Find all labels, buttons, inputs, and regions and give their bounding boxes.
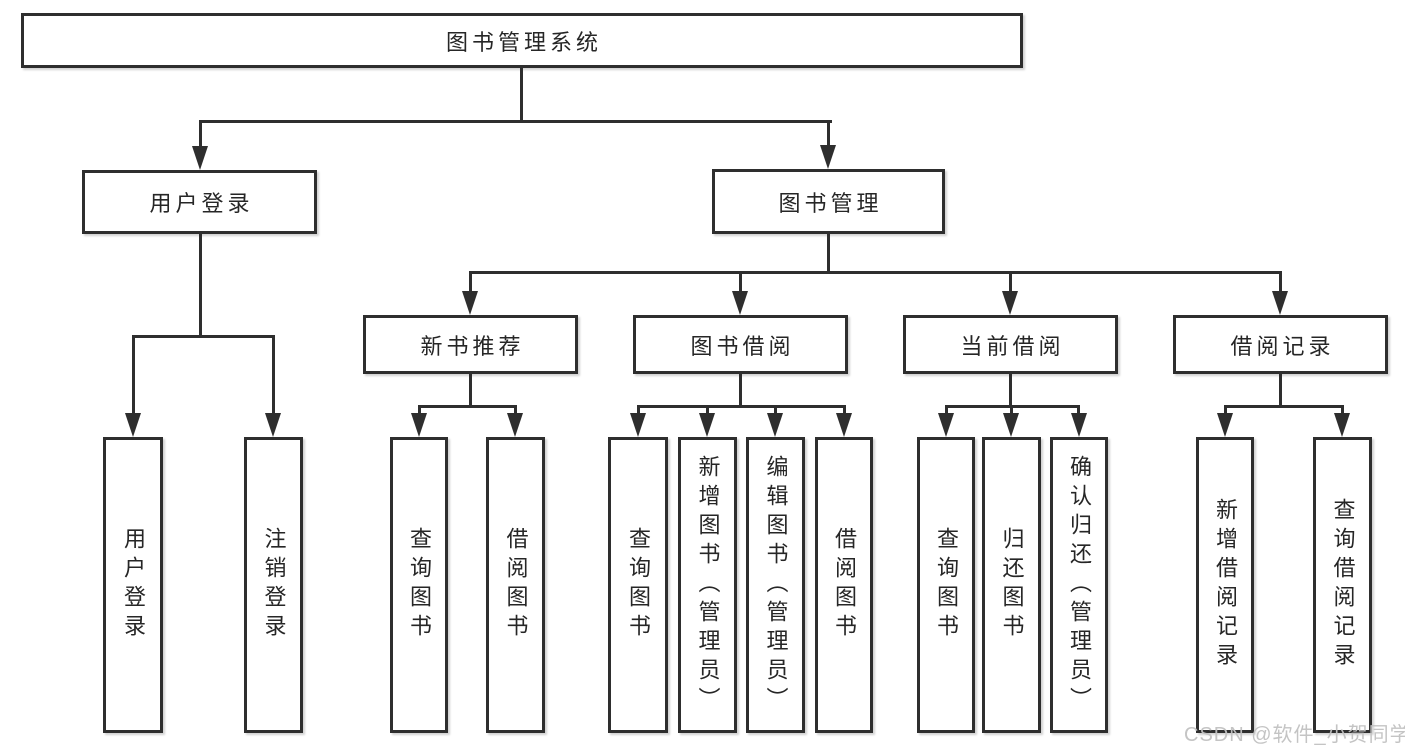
leaf-logout: 注销登录 (244, 437, 303, 733)
connector-line (827, 120, 830, 150)
arrow-down-icon (1002, 291, 1018, 315)
arrow-down-icon (732, 291, 748, 315)
connector-line (1224, 405, 1343, 408)
arrow-down-icon (1272, 291, 1288, 315)
leaf-query-books: 查询图书 (390, 437, 448, 733)
connector-line (1077, 405, 1080, 417)
node-new-book-recommend: 新书推荐 (363, 315, 578, 374)
leaf-add-borrow-record: 新增借阅记录 (1196, 437, 1254, 733)
connector-line (469, 373, 472, 407)
connector-line (739, 373, 742, 407)
arrow-down-icon (411, 413, 427, 437)
connector-line (1341, 405, 1344, 417)
connector-line (1279, 271, 1282, 295)
arrow-down-icon (820, 145, 836, 169)
leaf-query-books: 查询图书 (608, 437, 668, 733)
connector-line (1009, 271, 1012, 295)
node-borrow-records: 借阅记录 (1173, 315, 1388, 374)
connector-line (469, 271, 1282, 274)
connector-line (827, 233, 830, 273)
arrow-down-icon (125, 413, 141, 437)
connector-line (706, 405, 709, 417)
connector-line (637, 405, 846, 408)
arrow-down-icon (265, 413, 281, 437)
connector-line (1279, 373, 1282, 407)
leaf-confirm-return-admin: 确认归还（管理员） (1050, 437, 1108, 733)
connector-line (637, 405, 640, 417)
arrow-down-icon (192, 146, 208, 170)
leaf-add-books-admin: 新增图书（管理员） (678, 437, 737, 733)
arrow-down-icon (1003, 413, 1019, 437)
arrow-down-icon (767, 413, 783, 437)
leaf-return-books: 归还图书 (982, 437, 1041, 733)
leaf-query-books: 查询图书 (917, 437, 975, 733)
arrow-down-icon (630, 413, 646, 437)
connector-line (774, 405, 777, 417)
node-user-login: 用户登录 (82, 170, 317, 234)
node-library-system: 图书管理系统 (21, 13, 1023, 68)
connector-line (418, 405, 517, 408)
connector-line (272, 335, 275, 416)
leaf-borrow-books: 借阅图书 (815, 437, 873, 733)
connector-line (199, 120, 832, 123)
arrow-down-icon (462, 291, 478, 315)
node-book-management: 图书管理 (712, 169, 945, 234)
connector-line (1009, 373, 1012, 407)
leaf-edit-books-admin: 编辑图书（管理员） (746, 437, 805, 733)
connector-line (469, 271, 472, 295)
connector-line (1010, 405, 1013, 417)
leaf-query-borrow-record: 查询借阅记录 (1313, 437, 1372, 733)
arrow-down-icon (699, 413, 715, 437)
connector-line (945, 405, 948, 417)
connector-line (520, 67, 523, 121)
connector-line (132, 335, 135, 416)
arrow-down-icon (1217, 413, 1233, 437)
arrow-down-icon (836, 413, 852, 437)
connector-line (739, 271, 742, 295)
leaf-borrow-books: 借阅图书 (486, 437, 545, 733)
leaf-user-login: 用户登录 (103, 437, 163, 733)
arrow-down-icon (938, 413, 954, 437)
arrow-down-icon (1334, 413, 1350, 437)
node-current-borrowing: 当前借阅 (903, 315, 1118, 374)
connector-line (514, 405, 517, 417)
connector-line (199, 233, 202, 337)
node-book-borrowing: 图书借阅 (633, 315, 848, 374)
connector-line (199, 120, 202, 150)
connector-line (132, 335, 275, 338)
connector-line (843, 405, 846, 417)
connector-line (1224, 405, 1227, 417)
connector-line (418, 405, 421, 417)
arrow-down-icon (1071, 413, 1087, 437)
arrow-down-icon (507, 413, 523, 437)
csdn-watermark: CSDN @软件_小贺同学 (1184, 724, 1405, 746)
